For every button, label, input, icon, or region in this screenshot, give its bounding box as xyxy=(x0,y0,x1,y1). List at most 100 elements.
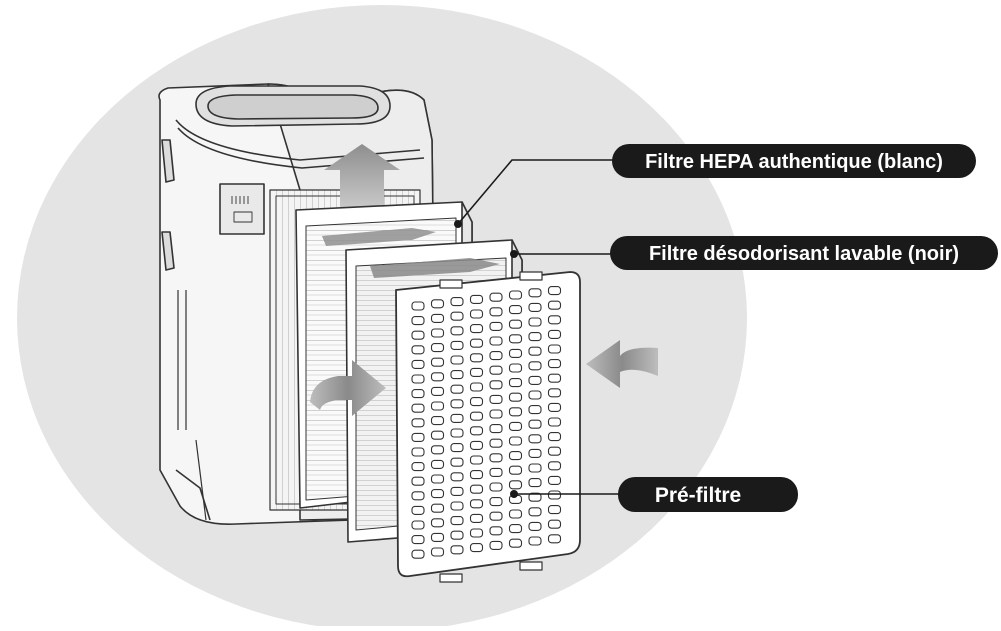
mesh-slot xyxy=(547,388,562,398)
mesh-slot xyxy=(430,299,445,309)
mesh-slot xyxy=(411,389,425,399)
mesh-slot xyxy=(508,348,523,358)
mesh-slot xyxy=(450,472,464,482)
mesh-slot xyxy=(450,457,464,467)
mesh-slot xyxy=(528,375,542,385)
mesh-slot xyxy=(411,330,425,340)
mesh-slot xyxy=(489,292,503,302)
mesh-slot xyxy=(489,365,503,375)
mesh-slot xyxy=(430,474,445,484)
mesh-slot xyxy=(469,484,484,494)
mesh-slot xyxy=(489,424,503,434)
mesh-slot xyxy=(547,402,562,412)
mesh-slot xyxy=(508,451,523,461)
mesh-slot xyxy=(547,315,562,325)
hepa-label-text: Filtre HEPA authentique (blanc) xyxy=(645,151,943,173)
mesh-slot xyxy=(508,421,523,431)
mesh-slot xyxy=(411,432,425,442)
mesh-slot xyxy=(489,351,503,361)
mesh-slot xyxy=(469,294,484,304)
mesh-slot xyxy=(430,503,445,513)
mesh-slot xyxy=(469,528,484,538)
mesh-slot xyxy=(469,440,484,450)
mesh-slot xyxy=(450,428,464,438)
mesh-slot xyxy=(528,434,542,444)
mesh-slot xyxy=(547,519,562,529)
mesh-slot xyxy=(508,363,523,373)
mesh-slot xyxy=(469,543,484,553)
mesh-slot xyxy=(469,367,484,377)
mesh-slot xyxy=(430,357,445,367)
mesh-slot xyxy=(547,286,562,296)
mesh-slot xyxy=(547,344,562,354)
mesh-slot xyxy=(450,486,464,496)
mesh-slot xyxy=(430,430,445,440)
mesh-slot xyxy=(528,463,542,473)
mesh-slot xyxy=(411,462,425,472)
mesh-slot xyxy=(430,547,445,557)
airflow-in-left-arrow-icon xyxy=(310,360,386,416)
mesh-slot xyxy=(489,336,503,346)
mesh-slot xyxy=(547,373,562,383)
mesh-slot xyxy=(430,372,445,382)
mesh-slot xyxy=(411,549,425,559)
mesh-slot xyxy=(430,489,445,499)
mesh-slot xyxy=(508,480,523,490)
mesh-slot xyxy=(489,307,503,317)
mesh-slot xyxy=(450,311,464,321)
mesh-slot xyxy=(469,499,484,509)
mesh-slot xyxy=(411,345,425,355)
mesh-slot xyxy=(489,321,503,331)
mesh-slot xyxy=(430,518,445,528)
mesh-slot xyxy=(411,520,425,530)
deodorizing-label: Filtre désodorisant lavable (noir) xyxy=(610,236,998,270)
mesh-slot xyxy=(469,309,484,319)
mesh-slot xyxy=(547,432,562,442)
mesh-slot xyxy=(450,340,464,350)
mesh-slot xyxy=(508,319,523,329)
mesh-slot xyxy=(547,417,562,427)
mesh-slot xyxy=(450,326,464,336)
mesh-slot xyxy=(469,382,484,392)
mesh-slot xyxy=(528,478,542,488)
mesh-slot xyxy=(411,535,425,545)
airflow-in-right-arrow-icon xyxy=(586,340,658,388)
mesh-slot xyxy=(489,482,503,492)
mesh-slot xyxy=(489,409,503,419)
mesh-slot xyxy=(450,501,464,511)
mesh-slot xyxy=(430,532,445,542)
mesh-slot xyxy=(450,413,464,423)
mesh-slot xyxy=(547,359,562,369)
mesh-slot xyxy=(547,475,562,485)
mesh-slot xyxy=(411,476,425,486)
mesh-slot xyxy=(430,416,445,426)
mesh-slot xyxy=(450,384,464,394)
mesh-slot xyxy=(411,301,425,311)
mesh-slot xyxy=(450,297,464,307)
mesh-slot xyxy=(469,353,484,363)
mesh-slot xyxy=(411,374,425,384)
mesh-slot xyxy=(508,392,523,402)
mesh-slot xyxy=(411,316,425,326)
mesh-slot xyxy=(430,401,445,411)
mesh-slot xyxy=(450,443,464,453)
mesh-slot xyxy=(528,536,542,546)
mesh-slot xyxy=(469,513,484,523)
mesh-slot xyxy=(508,334,523,344)
mesh-slot xyxy=(411,491,425,501)
mesh-slot xyxy=(508,509,523,519)
mesh-slot xyxy=(469,455,484,465)
mesh-slot xyxy=(430,343,445,353)
mesh-slot xyxy=(450,355,464,365)
mesh-slot xyxy=(430,328,445,338)
mesh-slot xyxy=(489,453,503,463)
mesh-slot xyxy=(547,534,562,544)
mesh-slot xyxy=(430,445,445,455)
mesh-slot xyxy=(528,448,542,458)
hepa-label: Filtre HEPA authentique (blanc) xyxy=(612,144,976,178)
mesh-slot xyxy=(489,526,503,536)
mesh-slot xyxy=(508,378,523,388)
mesh-slot xyxy=(411,403,425,413)
mesh-slot xyxy=(411,359,425,369)
